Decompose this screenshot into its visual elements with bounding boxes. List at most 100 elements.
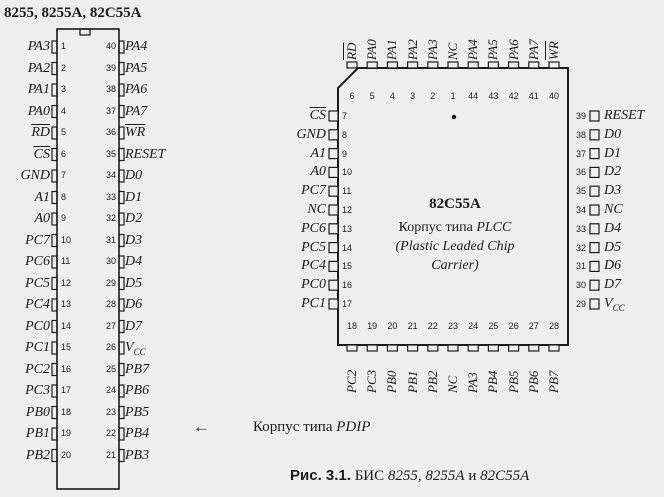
pdip-pin-number-left: 8 xyxy=(61,191,67,202)
plcc-pin-right xyxy=(589,260,600,272)
pdip-pin-right xyxy=(118,319,125,334)
pdip-pin-left xyxy=(51,212,58,226)
plcc-pin-right xyxy=(589,166,600,178)
plcc-pin-bottom xyxy=(407,344,419,352)
plcc-pin-number-left: 16 xyxy=(342,280,353,291)
pdip-pin-number-left: 14 xyxy=(61,320,72,331)
plcc-pin-bottom xyxy=(528,344,540,352)
plcc-pin-label-right: D2 xyxy=(604,164,622,180)
plcc-pin-top xyxy=(346,61,358,69)
pdip-pin-number-right: 40 xyxy=(105,41,116,51)
pdip-pin-number-right: 39 xyxy=(105,62,116,73)
pdip-pin-label-right: PB4 xyxy=(125,426,150,441)
plcc-pin-label-left: PC1 xyxy=(301,296,326,311)
plcc-pin-label-left: PC6 xyxy=(301,220,326,236)
plcc-pin-left xyxy=(328,110,339,122)
plcc-pin-top xyxy=(508,61,520,69)
pdip-pin-number-left: 20 xyxy=(61,449,72,460)
plcc-pin-label-right: NC xyxy=(604,202,623,217)
pdip-pin-number-right: 35 xyxy=(105,148,116,159)
plcc-pin-number-left: 8 xyxy=(342,129,348,140)
plcc-pin-right xyxy=(589,129,600,141)
plcc-package-line1: Корпус типа PLCC xyxy=(398,220,512,235)
pdip-pin-number-right: 28 xyxy=(105,299,116,309)
plcc-pin-number-bottom: 27 xyxy=(528,321,539,331)
plcc-pin-label-top: PA4 xyxy=(465,39,481,60)
plcc-pin-number-bottom: 28 xyxy=(548,321,559,331)
pdip-pin-number-left: 13 xyxy=(61,299,72,309)
plcc-pin-top xyxy=(386,61,398,69)
plcc-pin-right xyxy=(589,110,600,122)
plcc-pin-label-top: PA7 xyxy=(525,39,541,60)
pdip-pin-number-right: 34 xyxy=(105,170,116,180)
figure-caption: Рис. 3.1. БИС 8255, 8255A и 82C55A xyxy=(290,467,530,484)
pdip-pin-label-left: PB1 xyxy=(25,426,50,441)
pdip-pin-number-left: 7 xyxy=(61,170,67,180)
plcc-pin-label-top: PA2 xyxy=(404,39,420,60)
pdip-pin-left xyxy=(51,83,58,97)
pdip-pin-number-left: 11 xyxy=(61,256,71,266)
pdip-pin-left xyxy=(51,298,58,312)
pdip-pin-label-left: PC4 xyxy=(25,297,50,312)
pdip-pin-right xyxy=(118,61,125,76)
plcc-pin-label-right: D1 xyxy=(604,145,622,161)
pdip-pin-right xyxy=(118,104,125,119)
pdip-pin-right xyxy=(118,40,125,54)
pdip-pin-number-left: 17 xyxy=(61,385,72,395)
plcc-pin-left xyxy=(328,279,339,291)
plcc-pin-bottom xyxy=(447,344,459,352)
plcc-pin-label-bottom: PB2 xyxy=(424,370,440,393)
pdip-pin-number-right: 31 xyxy=(105,234,116,245)
pdip-pin-right xyxy=(118,190,125,205)
pdip-pin-label-right: PB7 xyxy=(125,361,150,377)
plcc-pin-left xyxy=(328,148,339,160)
plcc-pin-number-top: 1 xyxy=(450,91,456,101)
plcc-pin-number-top: 2 xyxy=(430,91,436,101)
pdip-pin-number-right: 38 xyxy=(105,84,116,94)
plcc-pin-top xyxy=(467,61,479,69)
plcc-pin-number-right: 31 xyxy=(575,261,586,272)
plcc-pin-left xyxy=(328,166,339,178)
pdip-pin-label-right: PB5 xyxy=(125,404,150,420)
plcc-pin-label-left: CS xyxy=(309,108,326,123)
pdip-pin-right xyxy=(118,83,125,97)
plcc-pin-label-right: D0 xyxy=(604,126,622,142)
plcc-pin-bottom xyxy=(508,344,520,352)
plcc-pin-number-left: 12 xyxy=(342,205,353,215)
pdip-pin-label-right: D0 xyxy=(125,168,143,183)
pdip-pin-right xyxy=(118,212,125,226)
pdip-pin-number-left: 5 xyxy=(61,127,67,137)
pdip-pin-left xyxy=(51,233,58,248)
pdip-pin-label-right: VCC xyxy=(125,340,146,357)
plcc-pin-label-left: PC5 xyxy=(301,239,326,255)
pdip-pin-number-left: 2 xyxy=(61,62,67,73)
pdip-pin-left xyxy=(51,104,58,119)
plcc-pin-label-bottom: NC xyxy=(445,375,460,393)
plcc-pin-label-bottom: PB0 xyxy=(384,370,400,393)
pdip-pin-label-left: PC7 xyxy=(25,232,50,248)
pdip-pin-left xyxy=(51,276,58,291)
plcc-pin-label-bottom: PB7 xyxy=(546,370,561,393)
pdip-pin-label-left: PB2 xyxy=(25,447,50,463)
pdip-pin-right xyxy=(118,276,125,291)
plcc-chip-name: 82C55A xyxy=(429,196,481,212)
plcc-pin-label-bottom: PC2 xyxy=(344,369,359,393)
plcc-pin-number-top: 44 xyxy=(468,91,479,101)
plcc-pin-label-top: PA3 xyxy=(424,39,440,60)
pdip-pin-number-right: 21 xyxy=(105,449,116,460)
plcc-pin-number-bottom: 18 xyxy=(346,321,357,331)
plcc-pin-number-right: 29 xyxy=(575,299,586,309)
pdip-pin-right xyxy=(118,255,125,269)
plcc-pin-number-bottom: 24 xyxy=(468,321,479,331)
pdip-pin-right xyxy=(118,341,125,355)
pdip-pin-number-left: 6 xyxy=(61,148,67,159)
plcc-pin-number-left: 9 xyxy=(342,148,348,159)
pdip-pin-number-right: 30 xyxy=(105,256,116,266)
pdip-pin-number-left: 1 xyxy=(61,41,67,51)
plcc-pin-number-right: 32 xyxy=(575,242,586,253)
plcc-pin-label-right: D6 xyxy=(604,258,622,274)
pdip-pin-label-left: CS xyxy=(33,146,50,162)
pdip-pin-right xyxy=(118,384,125,398)
pdip-pin-number-left: 19 xyxy=(61,428,72,438)
